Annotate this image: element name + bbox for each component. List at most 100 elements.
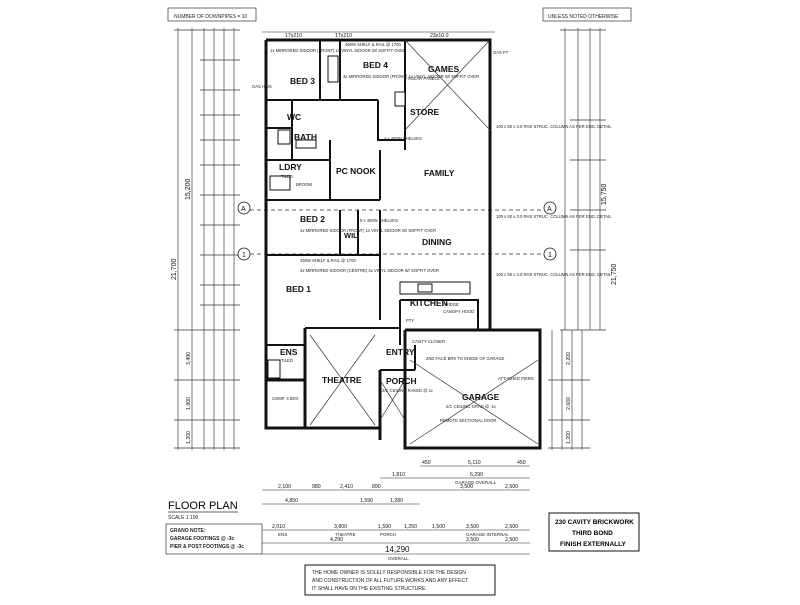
svg-text:1,500: 1,500: [432, 524, 445, 530]
shower-icon: [267, 359, 281, 379]
legend-scale: SCALE 1:100: [168, 515, 199, 521]
svg-text:GARAGE INTERNAL: GARAGE INTERNAL: [466, 532, 509, 537]
note-shelf-4: 450W SHELF & RAIL @ 1700: [345, 42, 401, 47]
note-canopy: CANOPY HOOD: [443, 309, 474, 314]
svg-text:1,590: 1,590: [360, 498, 373, 504]
grid-marker-a-right: [543, 201, 557, 215]
svg-text:2,500: 2,500: [505, 524, 518, 530]
svg-text:450: 450: [422, 460, 431, 466]
svg-text:2,010: 2,010: [272, 524, 285, 530]
downpipes-text: NUMBER OF DOWNPIPES = 10: [174, 14, 247, 20]
svg-text:THEATRE: THEATRE: [335, 532, 356, 537]
svg-text:1,250: 1,250: [404, 524, 417, 530]
left-dimension-strings: 21,700 15,200 3,490 1,900 1,200: [171, 28, 240, 450]
room-label-store: STORE: [410, 107, 439, 117]
note-ens-tiled: TILED: [281, 358, 293, 363]
svg-text:OVERALL: OVERALL: [388, 556, 409, 561]
room-label-bed4: BED 4: [363, 60, 388, 70]
note-bed4-robe: 3x MIRRORED SIDOOR (FRONT) 1x VINYL SIDO…: [343, 74, 479, 79]
room-label-bed1: BED 1: [286, 284, 311, 294]
room-label-entry: ENTRY: [386, 347, 415, 357]
bottom-dimension-strings: 450 5,110 450 1,810 6,290 GARAGE OVERALL…: [262, 460, 530, 561]
hws-icon: [394, 91, 406, 107]
grid-marker-a-left: [237, 201, 251, 215]
note-comp-box: COMP. 4 BOX: [272, 396, 299, 401]
note-ceiling-porch: 2/C CEILING RAKED @ 1c: [382, 388, 433, 393]
dim-left-inner: 15,200: [185, 178, 192, 200]
unless-text: UNLESS NOTED OTHERWISE: [548, 14, 619, 20]
ceiling-rake-lines: [309, 39, 539, 445]
note-bed2-robe: 1x MIRRORED SIDOOR (FRONT) 1x VINYL SIDO…: [300, 228, 436, 233]
svg-text:450: 450: [517, 460, 526, 466]
svg-text:4,290: 4,290: [330, 537, 343, 543]
svg-text:IT SHALL HAVE ON THE EXISTING: IT SHALL HAVE ON THE EXISTING STRUCTURE.: [312, 586, 427, 592]
dim-left-lower-2: 1,900: [186, 397, 192, 410]
note-column-1: 100 x 50 x 3.0 RHS STRUC. COLUMN AS PER …: [496, 124, 612, 129]
room-label-theatre: THEATRE: [322, 375, 362, 385]
dim-top-1: 17x210: [285, 33, 302, 39]
svg-text:1,810: 1,810: [392, 472, 405, 478]
svg-text:GARAGE OVERALL: GARAGE OVERALL: [455, 480, 497, 485]
svg-text:3,500: 3,500: [460, 484, 473, 490]
unless-box: [542, 7, 632, 22]
note-bed1-robe: 3x MIRRORED SIDOOR (CENTRE) 3x VINYL SID…: [300, 268, 439, 273]
dim-overall: 14,290: [385, 545, 410, 554]
room-label-bath: BATH: [294, 132, 317, 142]
note-bed3-robe: 1x MIRRORED SIDOOR (FRONT) 1x VINYL SIDO…: [270, 48, 406, 53]
svg-text:PORCH: PORCH: [380, 532, 396, 537]
note-shelf-1: 450W SHELF & RAIL @ 1700: [300, 258, 356, 263]
svg-text:1: 1: [548, 252, 552, 259]
svg-text:4,850: 4,850: [285, 498, 298, 504]
dim-left-outer: 21,700: [171, 258, 178, 280]
svg-text:3,500: 3,500: [466, 524, 479, 530]
note-column-2: 100 x 50 x 3.0 RHS STRUC. COLUMN AS PER …: [496, 214, 612, 219]
svg-text:2,500: 2,500: [505, 537, 518, 543]
kitchen-bench: [399, 281, 471, 295]
note-door: REMOTE SECTIONAL DOOR: [440, 418, 496, 423]
svg-text:890: 890: [372, 484, 381, 490]
svg-text:1,590: 1,590: [378, 524, 391, 530]
svg-text:A: A: [547, 206, 552, 213]
note-solar: SOLAR PANELS: [408, 76, 440, 81]
brickwork-note-box: [548, 512, 640, 552]
svg-text:THE HOME OWNER IS SOLELY RESPO: THE HOME OWNER IS SOLELY RESPONSIBLE FOR…: [312, 570, 466, 576]
svg-text:PIER & POST FOOTINGS @ -3c: PIER & POST FOOTINGS @ -3c: [170, 544, 244, 550]
dim-top-2: 17x210: [335, 33, 352, 39]
note-piers: ATTACHED PIERS: [498, 376, 534, 381]
dim-right-lower-2: 2,600: [566, 397, 572, 410]
external-walls: [264, 38, 542, 450]
note-garage-ceiling: 2/C CEILING GRAD @ -1c: [446, 404, 496, 409]
svg-text:FINISH EXTERNALLY: FINISH EXTERNALLY: [560, 541, 627, 548]
svg-text:2,100: 2,100: [278, 484, 291, 490]
note-face-brick: 2ND FACE BRK TO INSIDE OF GARAGE: [426, 356, 504, 361]
dim-right-outer: 21,750: [611, 263, 618, 285]
dim-right-lower-3: 1,200: [566, 431, 572, 444]
note-gas-hws: GAS HWS: [252, 84, 272, 89]
note-ldry-tiled: TILED: [281, 174, 293, 179]
svg-text:THIRD BOND: THIRD BOND: [572, 530, 613, 537]
svg-text:1,280: 1,280: [390, 498, 403, 504]
svg-text:980: 980: [312, 484, 321, 490]
disclaimer-box: [304, 564, 496, 596]
room-label-kitchen: KITCHEN: [410, 298, 448, 308]
svg-text:1: 1: [242, 252, 246, 259]
note-broom: BROOM: [296, 182, 312, 187]
grid-marker-1-right: [543, 247, 557, 261]
note-shelves: 4 x 450W SHELVES: [384, 136, 422, 141]
svg-text:230 CAVITY BRICKWORK: 230 CAVITY BRICKWORK: [555, 519, 634, 526]
cooktop-icon: [417, 283, 433, 293]
room-label-garage: GARAGE: [462, 392, 500, 402]
note-cavity-closer: CAVITY CLOSER: [412, 339, 445, 344]
room-label-pcnook: PC NOOK: [336, 166, 377, 176]
svg-text:GRANO NOTE:: GRANO NOTE:: [170, 528, 206, 534]
fixtures: [267, 55, 471, 379]
room-label-ens: ENS: [280, 347, 298, 357]
room-label-ldry: LDRY: [279, 162, 302, 172]
svg-text:A: A: [241, 206, 246, 213]
dim-right-inner: 15,750: [601, 183, 608, 205]
note-column-3: 100 x 50 x 3.0 RHS STRUC. COLUMN AS PER …: [496, 272, 612, 277]
room-label-bed3: BED 3: [290, 76, 315, 86]
room-label-family: FAMILY: [424, 168, 455, 178]
room-label-wil: WIL: [344, 231, 358, 240]
